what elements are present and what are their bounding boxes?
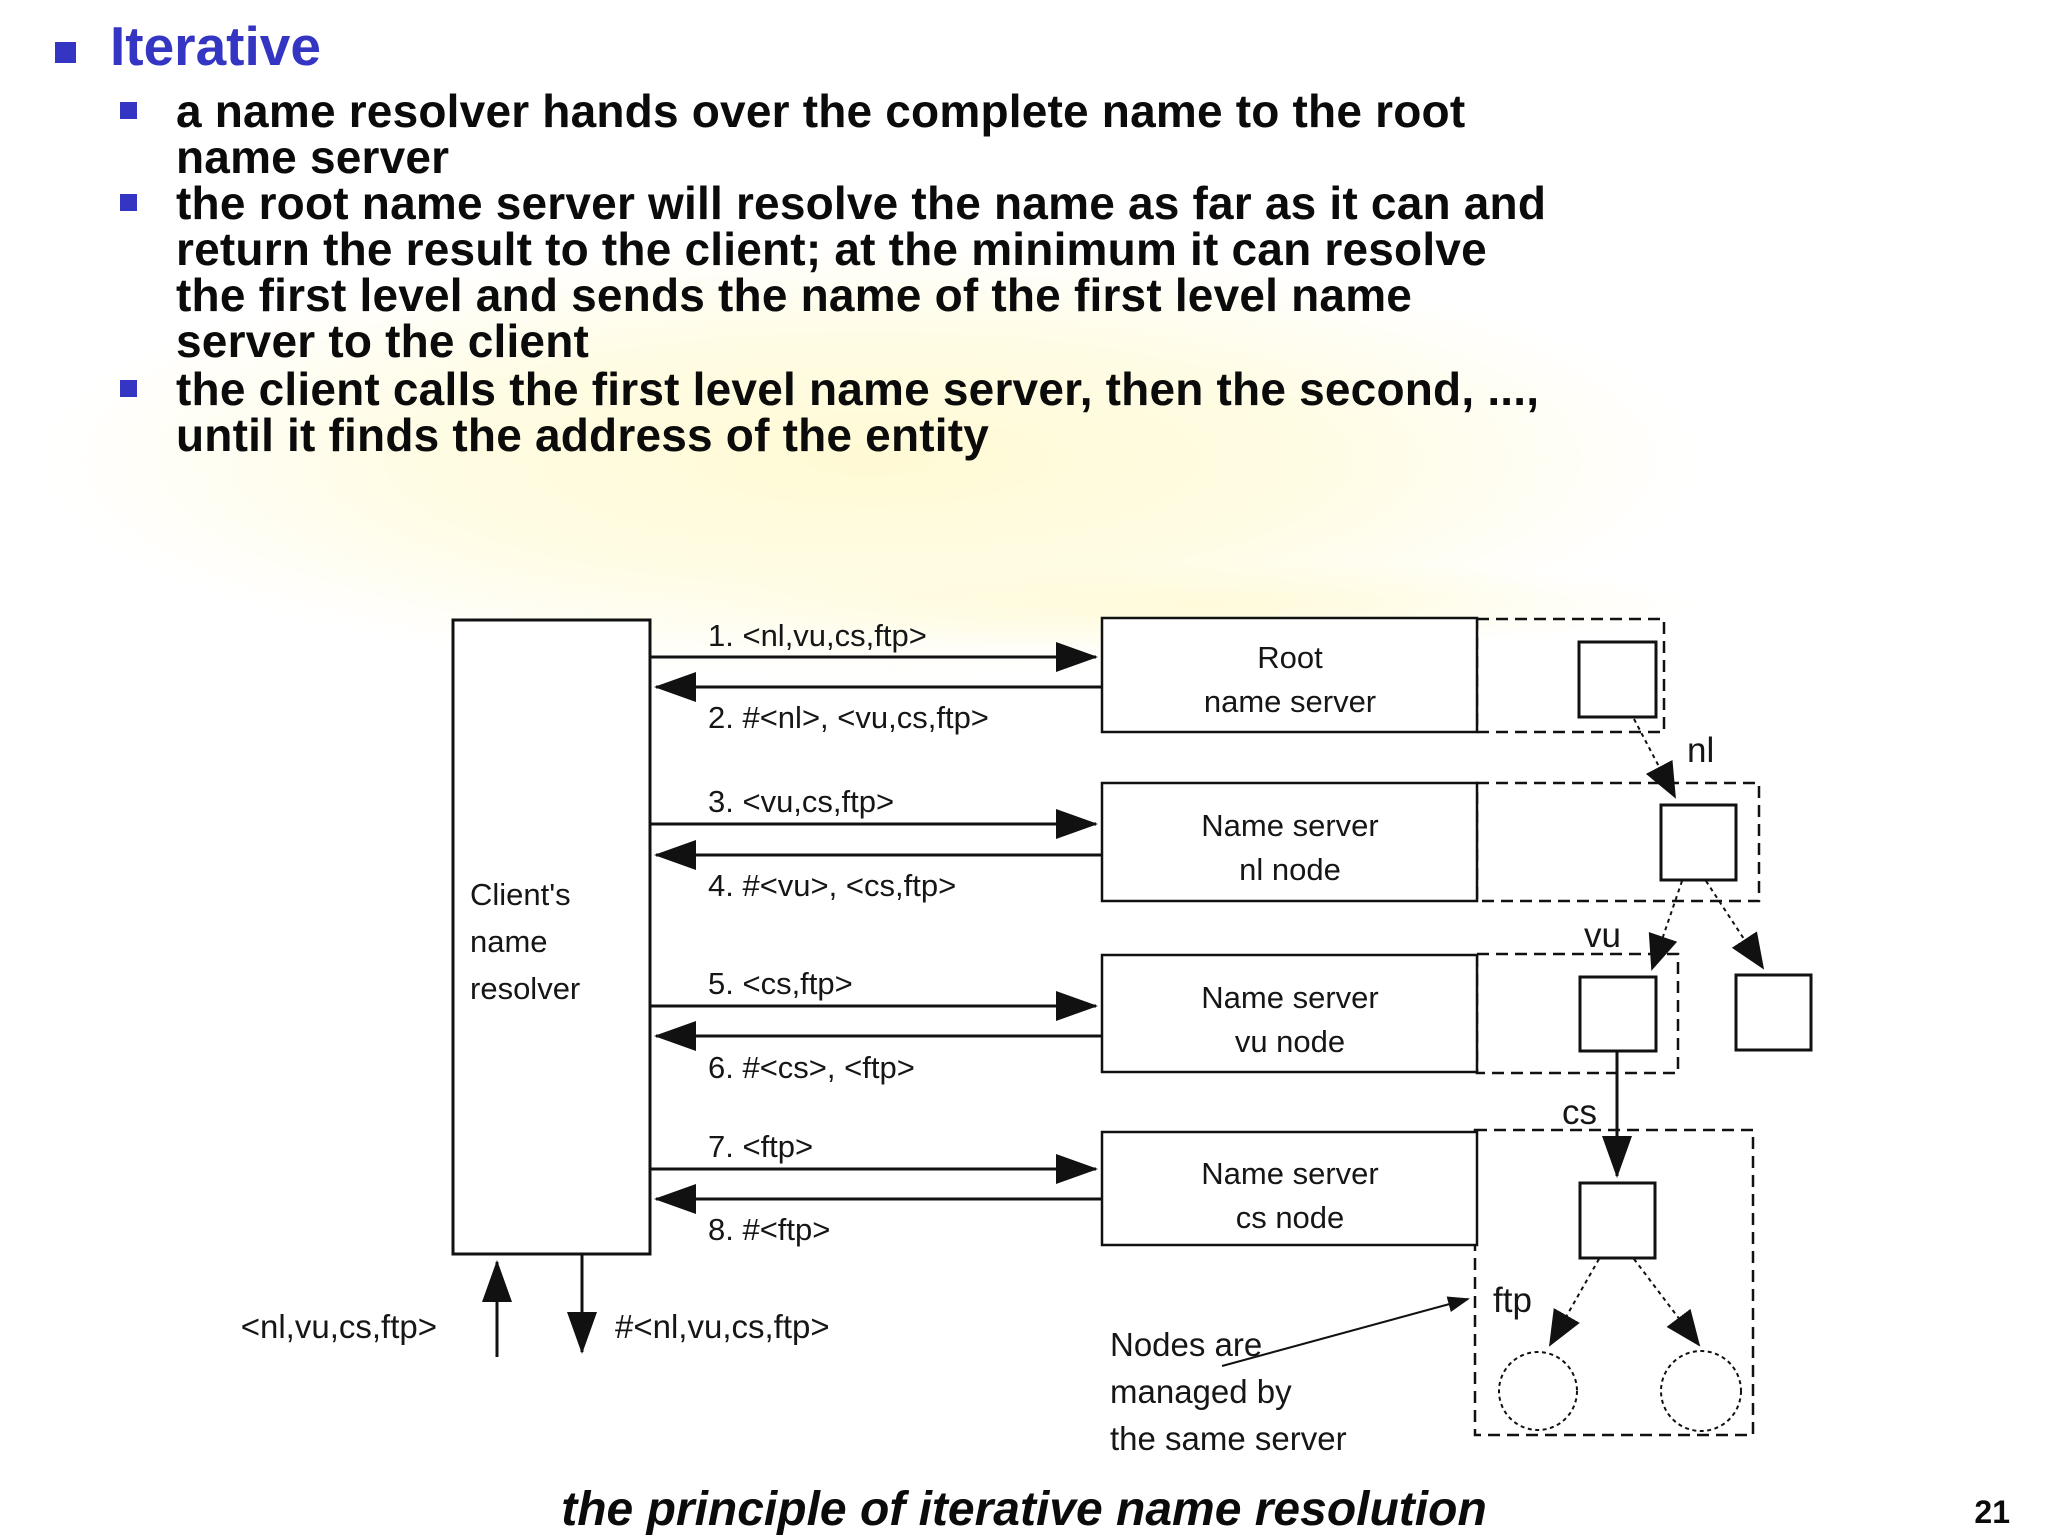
bullet-2-line-4: server to the client xyxy=(176,315,590,367)
note-line-3: the same server xyxy=(1110,1420,1347,1457)
tree-square-vu-sibling xyxy=(1734,973,1813,1052)
message-label-8: 8. #<ftp> xyxy=(708,1212,830,1247)
message-label-7: 7. <ftp> xyxy=(708,1129,813,1164)
server-cs-line-1: Name server xyxy=(1201,1156,1378,1191)
server-box-vu xyxy=(1100,953,1479,1074)
server-cs-line-2: cs node xyxy=(1236,1200,1345,1235)
client-resolver-box xyxy=(451,618,652,1256)
server-vu-line-1: Name server xyxy=(1201,980,1378,1015)
tree-edge-nl-vu xyxy=(1648,880,1683,971)
client-box-line-2: name xyxy=(470,924,548,959)
bullet-2-line-3: the first level and sends the name of th… xyxy=(176,269,1413,321)
client-box-line-3: resolver xyxy=(470,971,580,1006)
note-line-1: Nodes are xyxy=(1110,1326,1262,1363)
note-line-2: managed by xyxy=(1110,1373,1292,1410)
bullet-1-line-1: a name resolver hands over the complete … xyxy=(176,85,1466,137)
tree-label-cs: cs xyxy=(1562,1093,1597,1132)
note-arrow xyxy=(1221,1296,1470,1367)
bullet-square-2 xyxy=(120,194,137,211)
tree-edge-nl-right xyxy=(1705,880,1765,970)
response-label: #<nl,vu,cs,ftp> xyxy=(615,1308,830,1345)
server-vu-line-2: vu node xyxy=(1235,1024,1345,1059)
server-box-cs xyxy=(1100,1130,1479,1247)
server-nl-line-1: Name server xyxy=(1201,808,1378,843)
server-root-line-1: Root xyxy=(1257,640,1323,675)
domain-dashed-rect-cs xyxy=(1473,1128,1755,1437)
tree-label-vu: vu xyxy=(1584,916,1621,955)
tree-label-nl: nl xyxy=(1687,731,1714,770)
bullet-2-line-2: return the result to the client; at the … xyxy=(176,223,1487,275)
query-label: <nl,vu,cs,ftp> xyxy=(241,1308,437,1345)
server-root-line-2: name server xyxy=(1204,684,1376,719)
message-label-5: 5. <cs,ftp> xyxy=(708,966,853,1001)
tree-square-nl xyxy=(1659,803,1738,882)
bullet-3-line-2: until it finds the address of the entity xyxy=(176,409,990,461)
bullet-1-line-2: name server xyxy=(176,131,450,183)
server-nl-line-2: nl node xyxy=(1239,852,1341,887)
tree-edge-root-nl xyxy=(1633,718,1676,799)
client-box-line-1: Client's xyxy=(470,877,571,912)
tree-label-ftp: ftp xyxy=(1493,1281,1532,1320)
server-box-root xyxy=(1100,616,1479,734)
message-label-4: 4. #<vu>, <cs,ftp> xyxy=(708,868,956,903)
bullet-square-1 xyxy=(120,102,137,119)
title-bullet-square xyxy=(55,42,76,63)
bullet-square-3 xyxy=(120,380,137,397)
tree-square-cs xyxy=(1578,1181,1657,1260)
message-label-3: 3. <vu,cs,ftp> xyxy=(708,784,894,819)
bullet-3-line-1: the client calls the first level name se… xyxy=(176,363,1540,415)
tree-square-root xyxy=(1577,640,1658,719)
message-label-2: 2. #<nl>, <vu,cs,ftp> xyxy=(708,700,989,735)
leaf-circle-left xyxy=(1498,1351,1578,1431)
tree-edge-cs-leaf-left xyxy=(1549,1258,1600,1347)
tree-square-vu xyxy=(1578,975,1658,1053)
leaf-circle-right xyxy=(1660,1350,1742,1432)
server-box-nl xyxy=(1100,781,1479,903)
page-number: 21 xyxy=(1974,1494,2010,1530)
diagram-caption: the principle of iterative name resoluti… xyxy=(561,1483,1487,1536)
message-label-6: 6. #<cs>, <ftp> xyxy=(708,1050,915,1085)
message-label-1: 1. <nl,vu,cs,ftp> xyxy=(708,618,927,653)
tree-edge-cs-leaf-right xyxy=(1633,1258,1701,1347)
slide-title: Iterative xyxy=(110,15,321,77)
bullet-2-line-1: the root name server will resolve the na… xyxy=(176,177,1547,229)
